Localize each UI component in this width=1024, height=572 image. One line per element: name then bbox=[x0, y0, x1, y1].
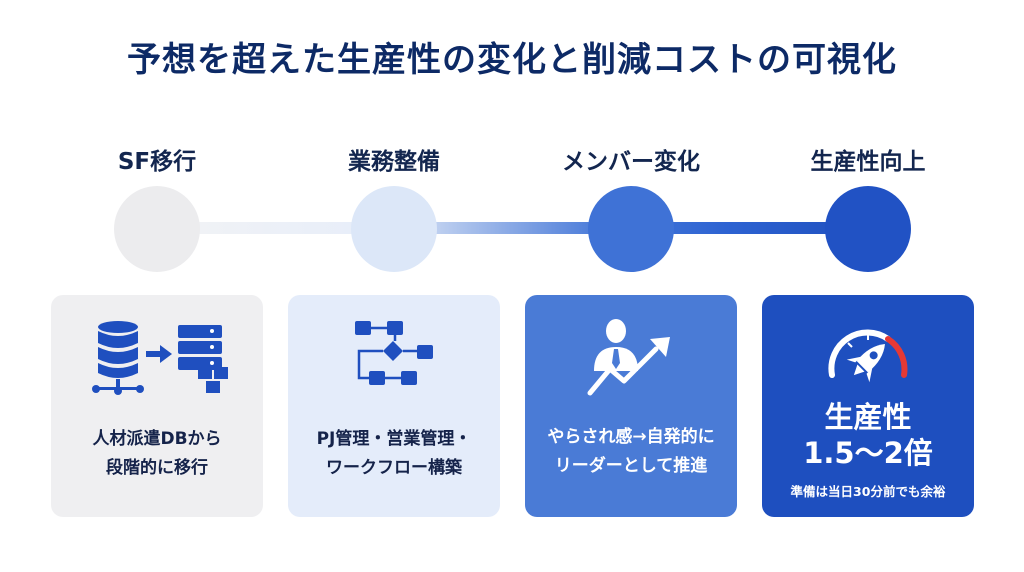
timeline-track bbox=[156, 222, 868, 234]
card-sf-migration: 人材派遣DBから 段階的に移行 bbox=[51, 295, 263, 517]
description-line-2: 段階的に移行 bbox=[106, 458, 208, 478]
timeline-node-1 bbox=[114, 186, 200, 272]
timeline-node-2 bbox=[351, 186, 437, 272]
card-productivity: 生産性 1.5〜2倍 準備は当日30分前でも余裕 bbox=[762, 295, 974, 517]
timeline-node-4 bbox=[825, 186, 911, 272]
description-line-2: リーダーとして推進 bbox=[554, 456, 708, 476]
step-label-member-change: メンバー変化 bbox=[562, 149, 700, 175]
productivity-note: 準備は当日30分前でも余裕 bbox=[790, 484, 946, 499]
card-operations-text: PJ管理・営業管理・ ワークフロー構築 bbox=[288, 425, 500, 483]
description-line-1: 人材派遣DBから bbox=[92, 429, 222, 449]
productivity-headline: 生産性 1.5〜2倍 bbox=[762, 399, 974, 471]
step-label-sf-migration: SF移行 bbox=[117, 149, 197, 175]
card-member-change: やらされ感→自発的に リーダーとして推進 bbox=[525, 295, 737, 517]
step-label-productivity: 生産性向上 bbox=[810, 149, 926, 175]
headline-line-2: 1.5〜2倍 bbox=[803, 436, 933, 470]
page-title: 予想を超えた生産性の変化と削減コストの可視化 bbox=[127, 40, 897, 80]
step-label-operations: 業務整備 bbox=[348, 149, 440, 175]
headline-line-1: 生産性 bbox=[824, 400, 912, 434]
card-operations: PJ管理・営業管理・ ワークフロー構築 bbox=[288, 295, 500, 517]
workflow-icon bbox=[288, 317, 500, 395]
description-line-2: ワークフロー構築 bbox=[326, 458, 462, 478]
description-line-1: やらされ感→自発的に bbox=[547, 427, 715, 447]
card-member-change-text: やらされ感→自発的に リーダーとして推進 bbox=[525, 423, 737, 481]
card-sf-migration-text: 人材派遣DBから 段階的に移行 bbox=[51, 425, 263, 483]
description-line-1: PJ管理・営業管理・ bbox=[316, 429, 472, 449]
database-migration-icon bbox=[51, 317, 263, 395]
growth-person-icon bbox=[525, 317, 737, 396]
rocket-gauge-icon bbox=[762, 317, 974, 395]
timeline-node-3 bbox=[588, 186, 674, 272]
